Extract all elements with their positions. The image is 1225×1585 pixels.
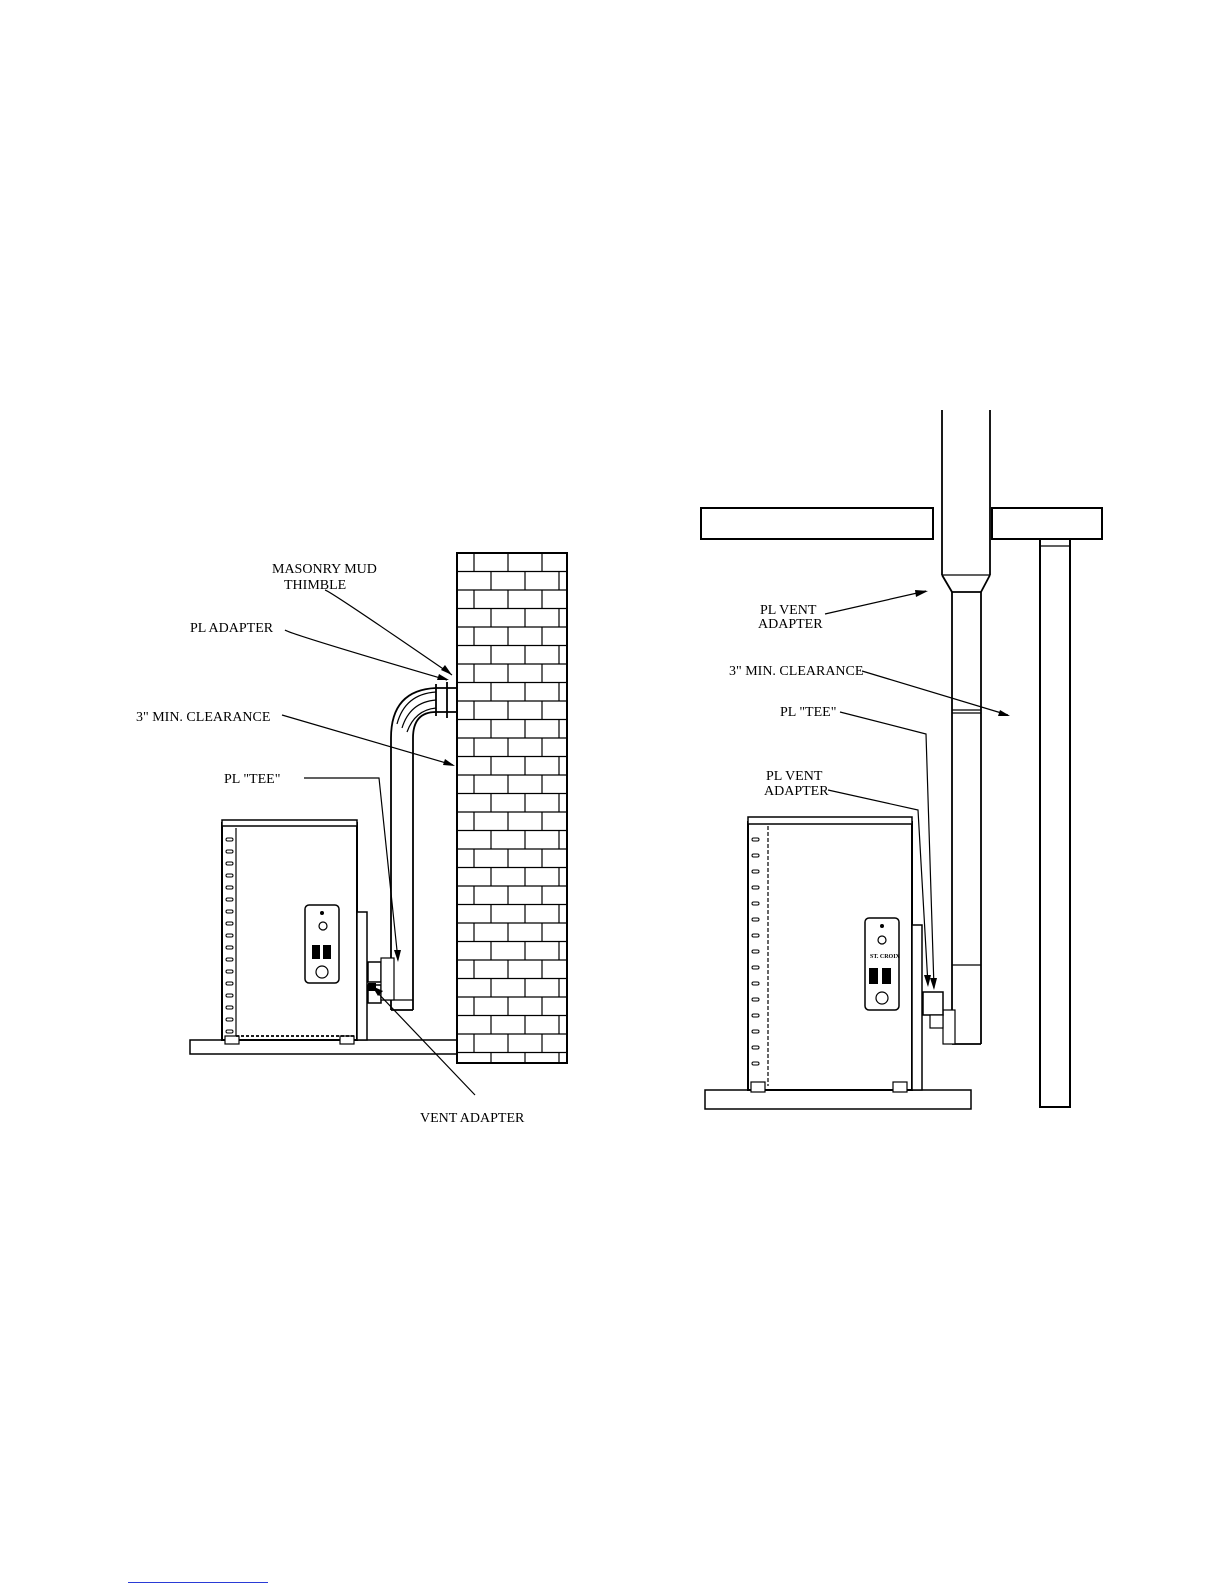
right-control-panel: ST. CROIX [865,918,901,1010]
louver-slot [752,966,759,969]
louver-slot [226,922,233,925]
louver-slot [752,1046,759,1049]
right-figure-ceiling-pass-through-install: ST. CROIX PL VENT ADAPTER 3" MIN. CLEARA… [701,410,1102,1109]
louver-slot [752,870,759,873]
label-masonry-mud-thimble-1: MASONRY MUD [272,562,377,577]
louver-slot [752,934,759,937]
label-vent-adapter: VENT ADAPTER [420,1111,525,1126]
louver-slot [226,874,233,877]
label-left-pl-tee: PL "TEE" [224,772,280,787]
right-wall [1040,539,1070,1107]
louver-slot [752,886,759,889]
label-left-min-clearance: 3" MIN. CLEARANCE [136,710,270,725]
louver-slot [752,982,759,985]
left-figure-masonry-chimney-install: MASONRY MUD THIMBLE PL ADAPTER 3" MIN. C… [136,553,567,1126]
vent-pipe-vertical [942,410,990,1044]
louver-slot [226,946,233,949]
label-pl-adapter: PL ADAPTER [190,621,274,636]
louver-slot [752,902,759,905]
louver-slot [226,838,233,841]
louver-slot [226,910,233,913]
label-pl-vent-adapter-lower-2: ADAPTER [764,784,829,799]
left-control-panel [305,905,339,983]
louver-slot [752,998,759,1001]
louver-slot [752,918,759,921]
label-right-pl-tee: PL "TEE" [780,705,836,720]
louver-slot [752,950,759,953]
label-pl-vent-adapter-upper-1: PL VENT [760,603,817,618]
label-pl-vent-adapter-lower-1: PL VENT [766,769,823,784]
louver-slot [226,958,233,961]
louver-slot [752,854,759,857]
right-stove-louvers [752,838,759,1065]
louver-slot [226,898,233,901]
label-pl-vent-adapter-upper-2: ADAPTER [758,617,823,632]
left-pellet-stove [222,820,394,1044]
louver-slot [226,994,233,997]
ceiling-joist-left [701,508,933,539]
right-arrowheads [915,590,1010,990]
louver-slot [752,1014,759,1017]
label-right-min-clearance: 3" MIN. CLEARANCE [729,664,863,679]
louver-slot [226,862,233,865]
right-floor [705,1090,971,1109]
louver-slot [226,1006,233,1009]
bottom-rule [128,1582,268,1583]
louver-slot [752,1030,759,1033]
right-panel-brand: ST. CROIX [870,954,901,960]
louver-slot [226,850,233,853]
louver-slot [752,1062,759,1065]
louver-slot [226,1018,233,1021]
louver-slot [226,934,233,937]
masonry-chimney [457,553,567,1063]
ceiling-joist-right [992,508,1102,539]
louver-slot [752,838,759,841]
louver-slot [226,970,233,973]
louver-slot [226,982,233,985]
label-masonry-mud-thimble-2: THIMBLE [284,578,346,593]
louver-slot [226,1030,233,1033]
right-pellet-stove: ST. CROIX [748,817,943,1092]
louver-slot [226,886,233,889]
